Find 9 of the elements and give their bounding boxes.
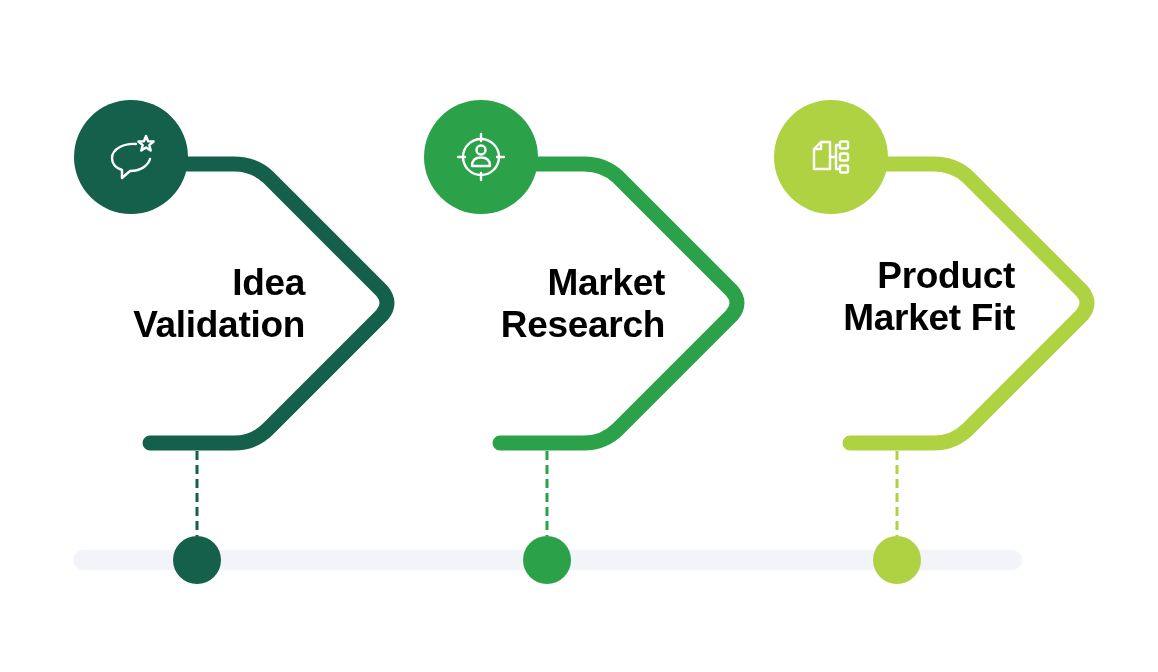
stage-title: Idea Validation — [132, 262, 305, 346]
timeline-dot — [873, 536, 921, 584]
dashed-connector — [545, 451, 549, 536]
stage-title: Market Research — [499, 262, 665, 346]
dashed-connector — [895, 451, 899, 536]
stage-title: Product Market Fit — [842, 255, 1015, 339]
timeline-dot — [523, 536, 571, 584]
timeline-dot — [173, 536, 221, 584]
dashed-connector — [195, 451, 199, 536]
